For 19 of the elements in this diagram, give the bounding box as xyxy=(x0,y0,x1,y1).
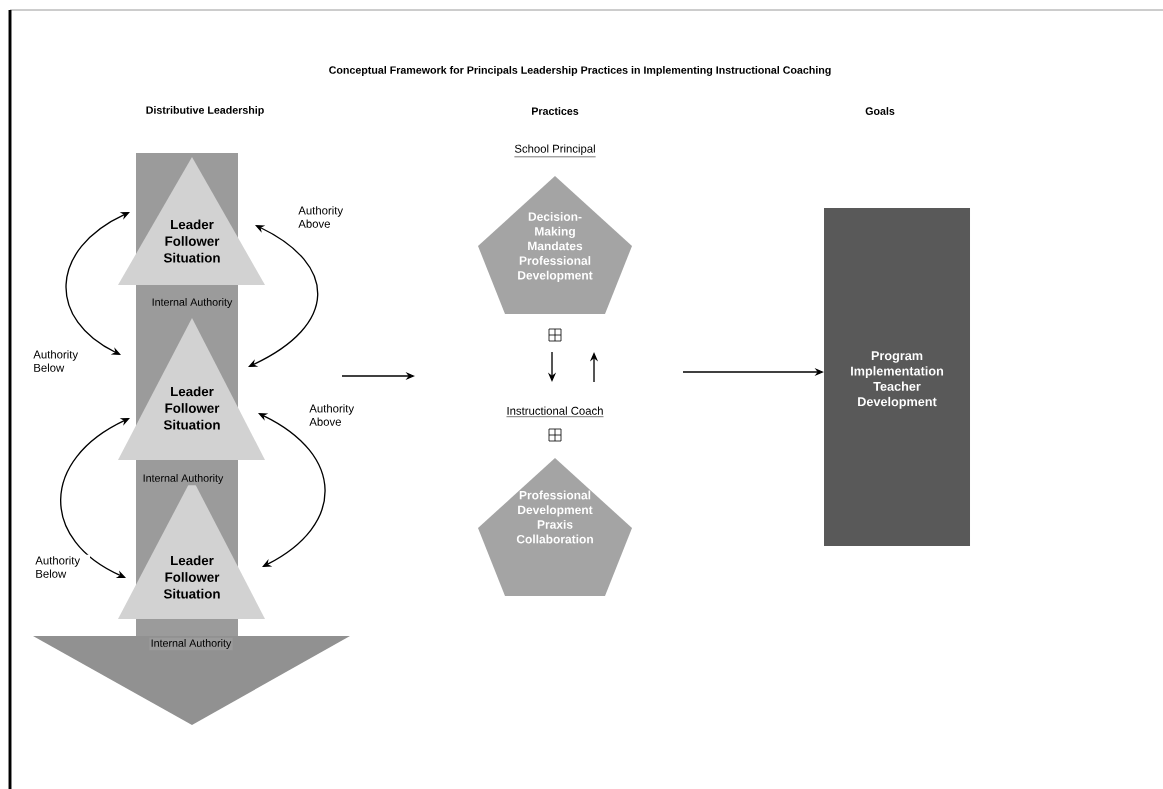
node-label: Distributive Leadership xyxy=(146,106,264,116)
curved-arrow xyxy=(60,418,130,578)
node-label: Instructional Coach xyxy=(507,406,603,415)
curved-arrow xyxy=(65,212,130,355)
triangle: Leader Follower Situation xyxy=(118,318,265,460)
goal-box: Program Implementation Teacher Development xyxy=(824,208,970,546)
curved-arrow xyxy=(248,225,319,367)
curved-arrow xyxy=(258,413,326,567)
column-heading: Goals xyxy=(865,107,895,115)
node-label: School Principal xyxy=(514,144,595,155)
pentagon: School Principal Decision-Making Mandates Professional Development xyxy=(478,144,632,314)
pentagon: Instructional Coach Professional Development Praxis Collaboration xyxy=(478,406,632,596)
edge-label: Authority Above xyxy=(308,402,364,428)
title: Conceptual Framework for Principals Leadership Practices in Implementing Instructional Coaching xyxy=(329,66,831,76)
triangle: Leader Follower Situation xyxy=(118,157,265,285)
edge-label: Authority Above xyxy=(297,204,353,230)
edge-label: Authority Below xyxy=(34,554,90,580)
edge-label: Authority Below xyxy=(32,348,88,374)
column-heading: Practices xyxy=(532,107,579,115)
